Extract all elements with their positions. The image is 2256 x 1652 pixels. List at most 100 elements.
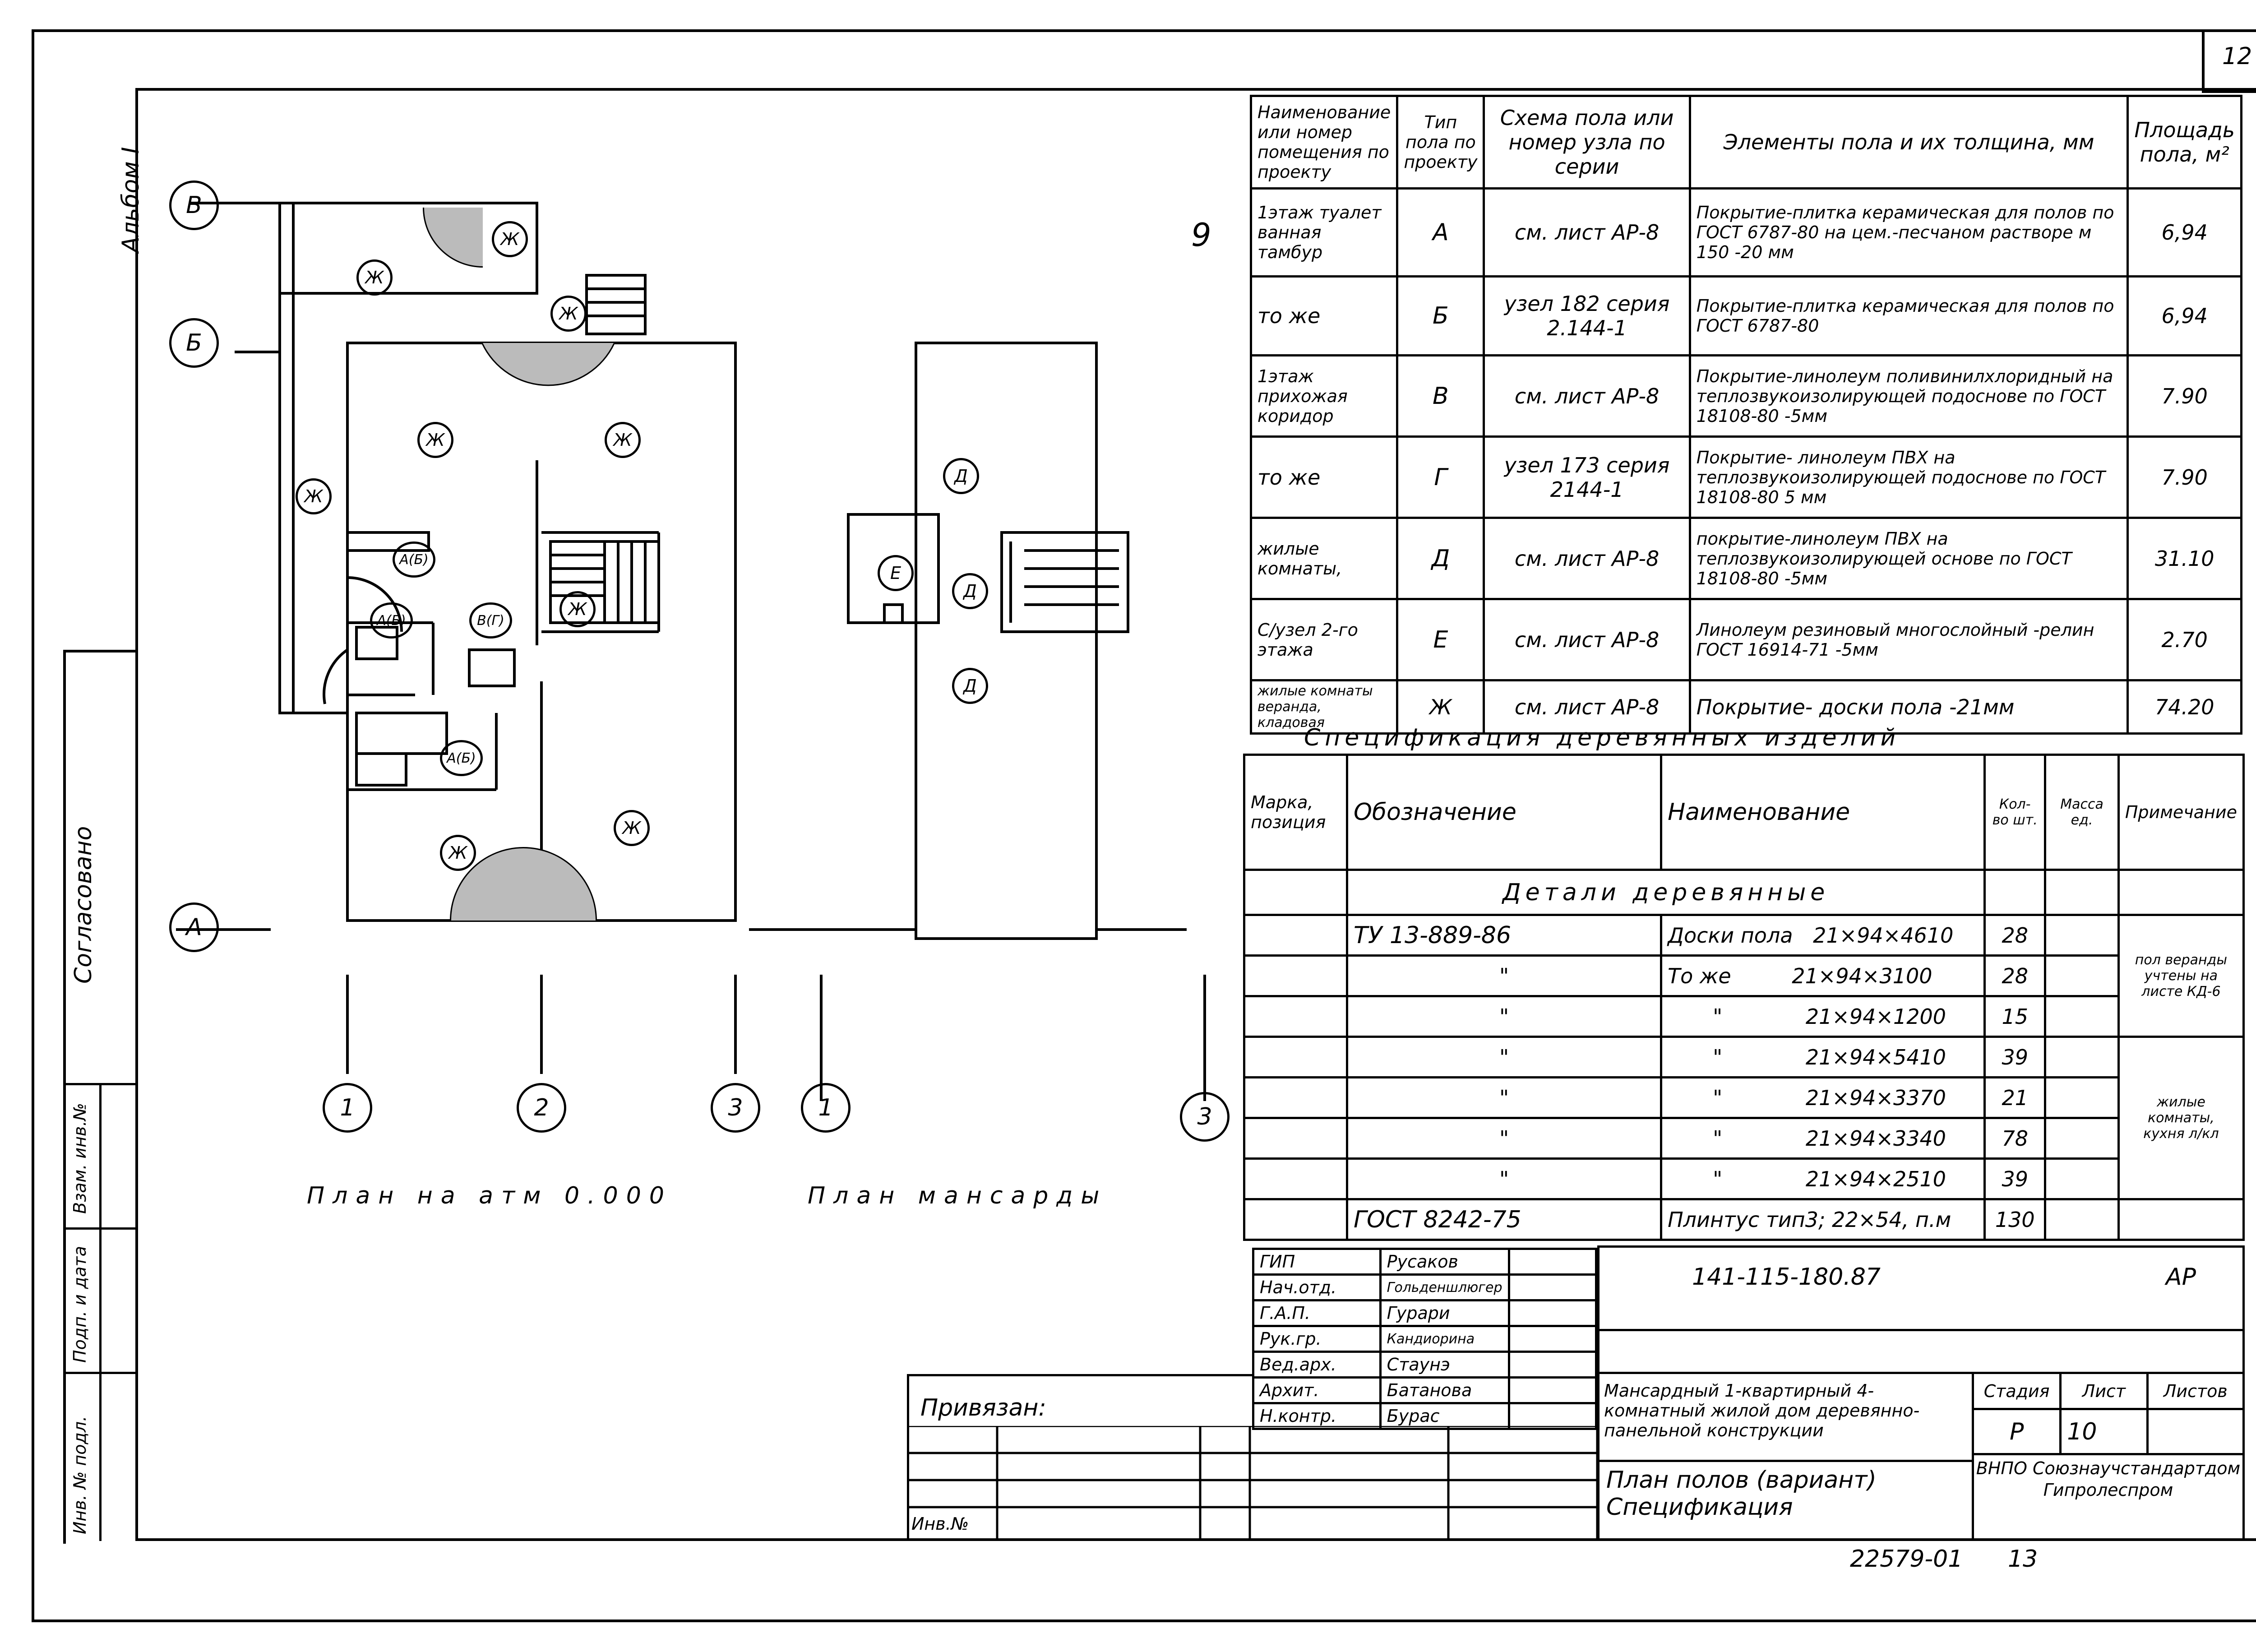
floor-col-scheme: Схема пола или номер узла по серии	[1483, 95, 1691, 190]
room-mark-d: Д	[943, 458, 979, 494]
floor-type: Г	[1396, 435, 1485, 519]
spec-cell	[2044, 914, 2120, 957]
spec-group: Детали деревянные	[1345, 869, 1986, 916]
stamp-sheets-header: Листов	[2146, 1372, 2245, 1410]
spec-cell	[1243, 1036, 1348, 1078]
spec-cell	[1243, 1117, 1348, 1160]
spec-col-note: Примечание	[2117, 754, 2245, 871]
room-mark-zh: Ж	[356, 259, 393, 296]
floor-area: 6,94	[2127, 275, 2242, 356]
spec-col-mark: Марка, позиция	[1243, 754, 1348, 871]
room-mark-zh: Ж	[417, 422, 453, 458]
spec-row: " " 21×94×3340 78	[1243, 1117, 2244, 1160]
floor-type: Е	[1396, 598, 1485, 681]
room-mark-zh: Ж	[614, 810, 650, 846]
floor-area: 74.20	[2127, 679, 2242, 735]
spec-col-qty: Кол-во шт.	[1983, 754, 2047, 871]
floor-col-type: Тип пола по проекту	[1396, 95, 1485, 190]
floor-elements: Покрытие-линолеум поливинилхлоридный на …	[1688, 354, 2129, 438]
spec-code: ГОСТ 8242-75	[1345, 1198, 1663, 1241]
spec-title: Спецификация деревянных изделий	[1304, 724, 1900, 751]
stamp-role: Рук.гр.	[1252, 1325, 1382, 1353]
spec-name-text: "	[1713, 1045, 1723, 1069]
floor-scheme: см. лист АР-8	[1483, 598, 1691, 681]
room-mark-d: Д	[952, 668, 988, 704]
inv-zam-label: Взам. инв.№	[70, 1103, 90, 1214]
floor-room: жилые комнаты веранда, кладовая	[1249, 679, 1399, 735]
axis-row-b: Б	[169, 318, 219, 368]
stamp-name: Стаунэ	[1379, 1351, 1510, 1379]
room-mark-ab: А(Б)	[370, 602, 413, 639]
axis-col-3: 3	[711, 1083, 760, 1133]
spec-cell	[2044, 869, 2120, 916]
axis-col-1: 1	[323, 1083, 372, 1133]
stamp-role: Архит.	[1252, 1376, 1382, 1404]
floor-scheme: узел 182 серия 2.144-1	[1483, 275, 1691, 356]
spec-cell	[1243, 914, 1348, 957]
floor-type: Б	[1396, 275, 1485, 356]
floor-scheme: см. лист АР-8	[1483, 679, 1691, 735]
stamp-sign	[1507, 1376, 1598, 1404]
spec-cell	[2117, 869, 2245, 916]
spec-cell	[1243, 869, 1348, 916]
floor-elements-text: Покрытие- доски пола	[1696, 694, 1943, 719]
stamp-sign	[1507, 1299, 1598, 1327]
spec-name: " 21×94×1200	[1660, 995, 1986, 1038]
stamp-stage-header: Стадия	[1971, 1372, 2062, 1410]
spec-cell	[1243, 1076, 1348, 1119]
spec-qty: 28	[1983, 914, 2047, 957]
spec-size: 21×94×3370	[1805, 1085, 1946, 1110]
inv-podl-label: Инв. № подл.	[70, 1416, 90, 1534]
stamp-code-box	[1597, 1245, 2245, 1331]
spec-code: "	[1345, 1157, 1663, 1200]
stamp-sheet-header: Лист	[2059, 1372, 2149, 1410]
floor-room: 1этаж прихожая коридор	[1249, 354, 1399, 438]
spec-qty: 15	[1983, 995, 2047, 1038]
floor-area: 7.90	[2127, 435, 2242, 519]
stamp-org-box	[1972, 1451, 2245, 1541]
floor-thickness: -21мм	[1949, 694, 2015, 719]
spec-row: " " 21×94×5410 39 жилые комнаты, кухня л…	[1243, 1036, 2245, 1200]
floor-room: то же	[1249, 275, 1399, 356]
axis-col-1-attic: 1	[801, 1083, 851, 1133]
stamp-name: Батанова	[1379, 1376, 1510, 1404]
floor-scheme: см. лист АР-8	[1483, 354, 1691, 438]
spec-qty: 39	[1983, 1157, 2047, 1200]
room-mark-zh: Ж	[492, 221, 528, 257]
floor-type: А	[1396, 187, 1485, 278]
left-strip	[63, 650, 138, 1544]
strip-sep	[63, 1227, 135, 1230]
strip-sep	[63, 1083, 135, 1085]
floor-type: Д	[1396, 517, 1485, 600]
floor-row: 1этаж прихожая коридор В см. лист АР-8 П…	[1249, 354, 2242, 438]
floor-elements-text: Покрытие-плитка керамическая для полов п…	[1696, 203, 2114, 262]
axis-row-a: А	[169, 902, 219, 952]
spec-qty: 28	[1983, 954, 2047, 997]
spec-col-name: Наименование	[1660, 754, 1986, 871]
floor-elements: Линолеум резиновый многослойный -релин Г…	[1688, 598, 2129, 681]
stamp-sheet-title: План полов (вариант) Спецификация	[1606, 1467, 1877, 1521]
floor-row: жилые комнаты, Д см. лист АР-8 покрытие-…	[1249, 517, 2242, 600]
room-mark-ab: А(Б)	[393, 541, 435, 578]
stamp-sheet: 10	[2059, 1408, 2149, 1455]
spec-row: " " 21×94×3370 21	[1243, 1076, 2244, 1119]
sign-date-label: Подп. и дата	[70, 1246, 90, 1363]
spec-size: 21×94×4610	[1813, 923, 1954, 948]
stamp-stage: Р	[1971, 1408, 2062, 1455]
spec-qty: 130	[1983, 1198, 2047, 1241]
corner-box	[2202, 29, 2256, 93]
spec-cell	[2044, 954, 2120, 997]
stamp-sign	[1507, 1248, 1598, 1276]
stamp-sign	[1507, 1351, 1598, 1379]
floor-area: 7.90	[2127, 354, 2242, 438]
stamp-name: Русаков	[1379, 1248, 1510, 1276]
room-mark-zh: Ж	[559, 591, 596, 627]
floor-elements: Покрытие-плитка керамическая для полов п…	[1688, 187, 2129, 278]
floor-elements: Покрытие-плитка керамическая для полов п…	[1688, 275, 2129, 356]
floor-table: Наименование или номер помещения по прое…	[1249, 95, 2242, 735]
stamp-sign	[1507, 1325, 1598, 1353]
spec-name: Доски пола 21×94×4610	[1660, 914, 1986, 957]
spec-name-text: "	[1713, 1126, 1723, 1151]
spec-code: ТУ 13-889-86	[1345, 914, 1663, 957]
